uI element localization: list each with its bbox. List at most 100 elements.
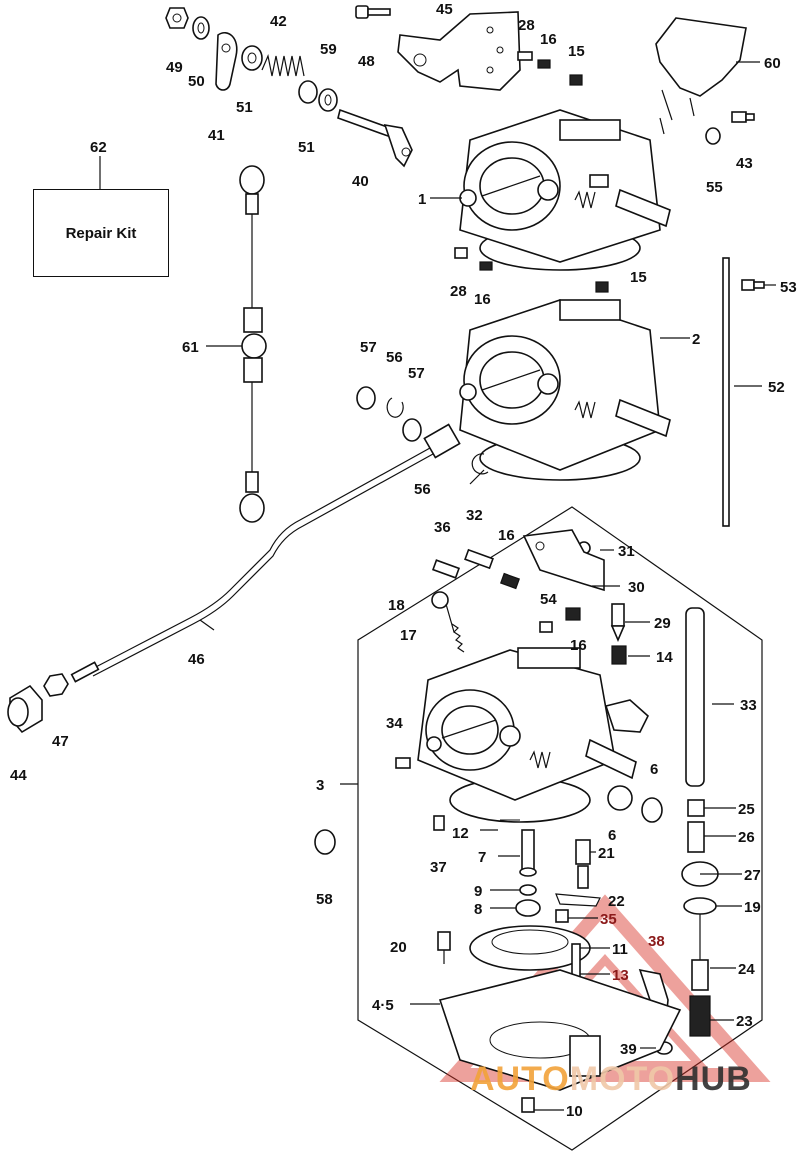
part-16-spring-d <box>565 607 581 621</box>
callout-10: 10 <box>566 1103 583 1120</box>
callout-33: 33 <box>740 697 757 714</box>
part-46-cable <box>70 423 461 683</box>
callout-25: 25 <box>738 801 755 818</box>
part-48-screw <box>355 5 391 19</box>
repair-kit-label: Repair Kit <box>65 224 137 242</box>
callout-31: 31 <box>618 543 635 560</box>
callout-53: 53 <box>780 279 797 296</box>
callout-56-b: 56 <box>414 481 431 498</box>
watermark: AUTOMOTOHUB <box>470 1060 752 1099</box>
part-49-nut <box>165 7 189 29</box>
part-23-spring <box>689 995 711 1037</box>
callout-21: 21 <box>598 845 615 862</box>
callout-8: 8 <box>474 901 482 918</box>
part-57-washer <box>356 386 376 410</box>
callout-50: 50 <box>188 73 205 90</box>
part-4-5-bowl <box>438 969 682 1091</box>
part-16-spring-b <box>479 261 493 271</box>
part-47-nut <box>43 673 69 697</box>
callout-51: 51 <box>236 99 253 116</box>
part-10-screw <box>521 1097 535 1113</box>
part-59-washer <box>318 88 338 112</box>
part-17-spring <box>451 623 465 653</box>
callout-23: 23 <box>736 1013 753 1030</box>
part-19-oring <box>683 897 717 915</box>
callout-45: 45 <box>436 1 453 18</box>
callout-16-d: 16 <box>570 637 587 654</box>
callout-49: 49 <box>166 59 183 76</box>
part-9-oring <box>519 884 537 896</box>
carburetor-2 <box>459 299 671 481</box>
callout-12: 12 <box>452 825 469 842</box>
part-28-screw-b <box>454 247 468 259</box>
assembly-3-frame <box>357 506 763 1151</box>
callout-39: 39 <box>620 1041 637 1058</box>
callout-55: 55 <box>706 179 723 196</box>
callout-44: 44 <box>10 767 27 784</box>
callout-3: 3 <box>316 777 324 794</box>
part-57-washer-b <box>402 418 422 442</box>
part-51-bushing <box>241 45 263 71</box>
leader-lines <box>99 61 776 1111</box>
callout-34: 34 <box>386 715 403 732</box>
callout-16-b: 16 <box>474 291 491 308</box>
callout-29: 29 <box>654 615 671 632</box>
repair-kit-box: Repair Kit <box>33 189 169 277</box>
part-51-bushing-2 <box>298 80 318 104</box>
callout-22: 22 <box>608 893 625 910</box>
part-58-washer <box>314 829 336 855</box>
part-43-screw <box>731 111 755 123</box>
part-54-screw <box>539 621 553 633</box>
part-53-screw <box>741 279 765 291</box>
callout-57-b: 57 <box>408 365 425 382</box>
part-26-needle <box>687 821 705 853</box>
part-37-screw <box>433 815 445 831</box>
part-52-rod <box>722 257 730 527</box>
callout-62: 62 <box>90 139 107 156</box>
watermark-moto: MOTO <box>569 1060 676 1098</box>
callout-17: 17 <box>400 627 417 644</box>
callout-4-5: 4·5 <box>372 997 394 1014</box>
callout-60: 60 <box>764 55 781 72</box>
callout-42: 42 <box>270 13 287 30</box>
part-45-bracket <box>397 11 521 91</box>
part-41-lever <box>215 32 238 91</box>
callout-24: 24 <box>738 961 755 978</box>
callout-59: 59 <box>320 41 337 58</box>
callout-labels: 49 50 41 51 42 51 59 40 48 45 28 16 15 6… <box>10 1 797 1120</box>
part-11-float <box>469 925 591 971</box>
callout-46: 46 <box>188 651 205 668</box>
part-36-screw <box>431 559 461 579</box>
part-30-plate <box>522 529 605 592</box>
part-34-screw <box>395 757 411 769</box>
callout-16-c: 16 <box>498 527 515 544</box>
callout-6: 6 <box>650 761 658 778</box>
callout-48: 48 <box>358 53 375 70</box>
watermark-hub: HUB <box>675 1060 752 1098</box>
callout-27: 27 <box>744 867 761 884</box>
part-21-jet <box>575 839 591 889</box>
callout-20: 20 <box>390 939 407 956</box>
part-20-screw <box>437 931 451 964</box>
part-24-needle <box>691 914 709 991</box>
callout-58: 58 <box>316 891 333 908</box>
callout-57: 57 <box>360 339 377 356</box>
callout-28: 28 <box>518 17 535 34</box>
part-7-jet <box>519 829 537 877</box>
carburetor-1 <box>459 109 671 271</box>
callout-37: 37 <box>430 859 447 876</box>
part-29-needle <box>610 603 626 643</box>
part-22-clip <box>555 893 601 907</box>
part-6-plug-b <box>641 797 663 823</box>
part-61-link-rod <box>239 165 267 523</box>
part-16-spring-c <box>500 572 520 590</box>
callout-15-b: 15 <box>630 269 647 286</box>
callout-14: 14 <box>656 649 673 666</box>
callout-7: 7 <box>478 849 486 866</box>
part-44-knob <box>7 684 43 734</box>
callout-36: 36 <box>434 519 451 536</box>
callout-13: 13 <box>612 967 629 984</box>
part-25-cap <box>687 799 705 817</box>
part-18-screw <box>431 591 455 633</box>
